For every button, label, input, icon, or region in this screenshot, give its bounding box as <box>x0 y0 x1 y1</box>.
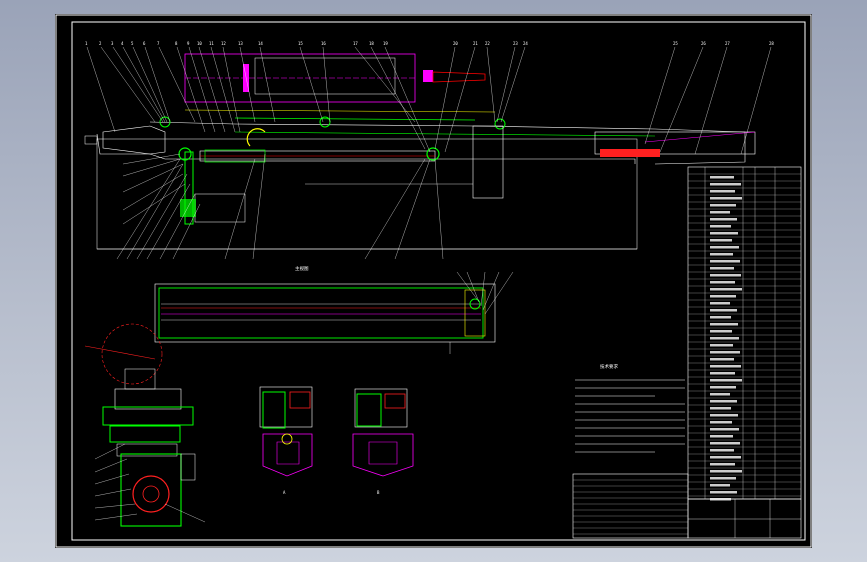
svg-text:21: 21 <box>473 41 478 46</box>
parts-list <box>687 166 802 501</box>
svg-text:8: 8 <box>175 41 178 46</box>
parts-row-text <box>710 302 730 305</box>
svg-text:26: 26 <box>701 41 706 46</box>
parts-row-text <box>710 365 741 368</box>
parts-row-text <box>710 288 742 291</box>
parts-row-text <box>710 183 741 186</box>
svg-text:20: 20 <box>453 41 458 46</box>
parts-row-text <box>710 358 734 361</box>
parts-row-text <box>710 449 734 452</box>
svg-text:22: 22 <box>485 41 490 46</box>
svg-text:15: 15 <box>298 41 303 46</box>
section-b-label: B <box>377 490 380 495</box>
side-view <box>84 323 206 527</box>
parts-row-text <box>710 218 737 221</box>
parts-row-text <box>710 281 735 284</box>
title-block <box>572 473 802 539</box>
parts-row-text <box>710 400 737 403</box>
parts-row-text <box>710 204 736 207</box>
svg-text:5: 5 <box>131 41 134 46</box>
svg-text:主视图: 主视图 <box>295 265 309 272</box>
parts-row-text <box>710 470 742 473</box>
svg-text:27: 27 <box>725 41 730 46</box>
parts-row-text <box>710 197 742 200</box>
svg-text:28: 28 <box>769 41 774 46</box>
svg-text:12: 12 <box>221 41 226 46</box>
parts-row-text <box>710 225 731 228</box>
parts-row-text <box>710 295 736 298</box>
svg-text:11: 11 <box>209 41 214 46</box>
svg-text:9: 9 <box>187 41 190 46</box>
parts-row-text <box>710 323 738 326</box>
svg-text:17: 17 <box>353 41 358 46</box>
svg-text:13: 13 <box>238 41 243 46</box>
parts-row-text <box>710 456 741 459</box>
parts-row-text <box>710 351 740 354</box>
parts-row-text <box>710 330 732 333</box>
parts-row-text <box>710 239 732 242</box>
parts-row-text <box>710 232 738 235</box>
parts-row-text <box>710 414 738 417</box>
parts-row-text <box>710 337 739 340</box>
outer-frame <box>55 14 812 548</box>
svg-text:18: 18 <box>369 41 374 46</box>
svg-text:23: 23 <box>513 41 518 46</box>
parts-row-text <box>710 491 737 494</box>
parts-row-text <box>710 393 730 396</box>
plan-view <box>154 271 514 354</box>
svg-text:2: 2 <box>99 41 102 46</box>
parts-row-text <box>710 190 735 193</box>
parts-row-text <box>710 477 736 480</box>
parts-row-text <box>710 260 740 263</box>
svg-text:4: 4 <box>121 41 124 46</box>
section-view-b: B <box>352 388 414 495</box>
parts-row-text <box>710 267 734 270</box>
parts-row-text <box>710 211 730 214</box>
parts-row-text <box>710 386 736 389</box>
svg-text:16: 16 <box>321 41 326 46</box>
parts-row-text <box>710 435 733 438</box>
parts-row-text <box>710 372 735 375</box>
svg-text:3: 3 <box>111 41 114 46</box>
parts-row-text <box>710 484 730 487</box>
parts-row-text <box>710 442 740 445</box>
svg-text:24: 24 <box>523 41 528 46</box>
svg-text:14: 14 <box>258 41 263 46</box>
parts-row-text <box>710 246 739 249</box>
parts-row-text <box>710 407 731 410</box>
parts-row-text <box>710 463 735 466</box>
svg-text:7: 7 <box>157 41 160 46</box>
parts-row-text <box>710 316 731 319</box>
svg-text:19: 19 <box>383 41 388 46</box>
svg-text:1: 1 <box>85 41 88 46</box>
parts-row-text <box>710 309 737 312</box>
parts-row-text <box>710 274 741 277</box>
inner-frame <box>71 21 806 541</box>
tech-notes: 技术要求 <box>575 363 685 453</box>
parts-row-text <box>710 428 739 431</box>
svg-text:10: 10 <box>197 41 202 46</box>
svg-text:25: 25 <box>673 41 678 46</box>
parts-row-text <box>710 421 732 424</box>
section-a-label: A <box>283 490 286 495</box>
parts-row-text <box>710 344 733 347</box>
parts-row-text <box>710 253 733 256</box>
svg-text:6: 6 <box>143 41 146 46</box>
section-view-a: A <box>259 386 313 495</box>
parts-row-text <box>710 176 734 179</box>
parts-row-text <box>710 379 742 382</box>
tech-notes-title: 技术要求 <box>600 363 618 370</box>
